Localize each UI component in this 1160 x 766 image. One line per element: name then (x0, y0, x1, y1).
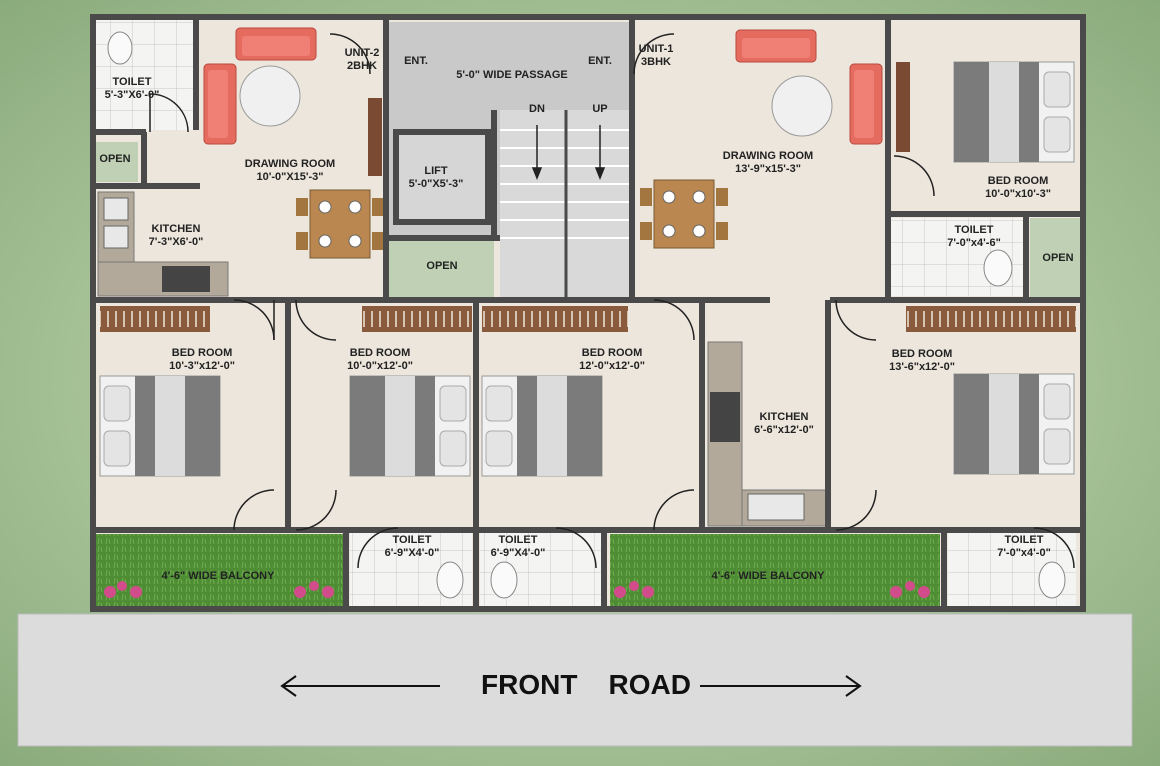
wardrobe (482, 306, 628, 332)
bed4-size: 13'-6"x12'-0" (889, 361, 955, 373)
open-left (92, 142, 138, 182)
bed-icon (349, 375, 471, 477)
stove-icon (162, 266, 210, 292)
toilet-b1-size: 6'-9"X4'-0" (385, 547, 440, 559)
stair-arrows (531, 125, 606, 181)
drawing-left-size: 10'-0"X15'-3" (256, 171, 323, 183)
sofa-icon (735, 29, 817, 63)
toilet-tr-size: 7'-0"x4'-6" (947, 237, 1001, 249)
wardrobe (896, 62, 910, 152)
bed3-name: BED ROOM (582, 347, 643, 359)
tv-unit (368, 98, 382, 176)
stair-dn-label: DN (529, 103, 545, 115)
bed-icon (953, 61, 1075, 163)
stair-up-label: UP (592, 103, 607, 115)
kitchen-left-name: KITCHEN (152, 223, 201, 235)
unit2-name: UNIT-2 (345, 47, 380, 59)
bed-tr-name: BED ROOM (988, 175, 1049, 187)
ent-right: ENT. (588, 55, 612, 67)
unit1-type: 3BHK (641, 56, 671, 68)
kitchen-center-size: 6'-6"x12'-0" (754, 424, 814, 436)
road-label: FRONT ROAD (481, 669, 691, 700)
sink-icon-center (747, 493, 805, 521)
open-center (388, 238, 494, 300)
open-right-label: OPEN (1042, 252, 1073, 264)
stove-icon-center (710, 392, 740, 442)
coffee-table-icon (239, 65, 301, 127)
ent-left: ENT. (404, 55, 428, 67)
toilet-tl-size: 5'-3"X6'-0" (105, 89, 160, 101)
road-arrows (280, 675, 862, 697)
toilet-tl-floor (96, 20, 194, 130)
toilet-b2-size: 6'-9"X4'-0" (491, 547, 546, 559)
walls (90, 14, 1086, 612)
drawing-left-name: DRAWING ROOM (245, 158, 335, 170)
unit2-type: 2BHK (347, 60, 377, 72)
drawing-right-size: 13'-9"x15'-3" (735, 163, 801, 175)
wardrobe (100, 306, 210, 332)
front-road (17, 613, 1133, 747)
toilet-b1-name: TOILET (393, 534, 432, 546)
bed1-size: 10'-3"x12'-0" (169, 360, 235, 372)
wc-icon (490, 561, 518, 599)
toilet-tr-name: TOILET (955, 224, 994, 236)
kitchen-center-name: KITCHEN (760, 411, 809, 423)
kitchen-left-size: 7'-3"X6'-0" (149, 236, 204, 248)
toilet-b3-size: 7'-0"x4'-0" (997, 547, 1051, 559)
open-left-label: OPEN (99, 153, 130, 165)
sink-icon (103, 197, 129, 221)
bed-icon (953, 373, 1075, 475)
sofa-icon (235, 27, 317, 61)
unit1-name: UNIT-1 (639, 43, 674, 55)
bed2-size: 10'-0"x12'-0" (347, 360, 413, 372)
passage-label: 5'-0" WIDE PASSAGE (456, 69, 568, 81)
bed1-name: BED ROOM (172, 347, 233, 359)
bed4-name: BED ROOM (892, 348, 953, 360)
toilet-b2-name: TOILET (499, 534, 538, 546)
lift-name: LIFT (424, 165, 447, 177)
wardrobe (906, 306, 1076, 332)
toilet-tl-name: TOILET (113, 76, 152, 88)
drawing-right-name: DRAWING ROOM (723, 150, 813, 162)
bed-icon (481, 375, 603, 477)
wardrobe (362, 306, 472, 332)
door-swings (149, 33, 1075, 569)
coffee-table-icon (771, 75, 833, 137)
open-right (1030, 218, 1082, 298)
wc-icon (983, 249, 1013, 287)
wc-icon (436, 561, 464, 599)
toilet-b3-name: TOILET (1005, 534, 1044, 546)
bed-tr-size: 10'-0"x10'-3" (985, 188, 1051, 200)
balcony-left-label: 4'-6" WIDE BALCONY (162, 570, 276, 582)
lift-size: 5'-0"X5'-3" (409, 178, 464, 190)
flower-pots (104, 581, 930, 598)
bed3-size: 12'-0"x12'-0" (579, 360, 645, 372)
bed-icon (99, 375, 221, 477)
open-center-label: OPEN (426, 260, 457, 272)
wc-icon (107, 31, 133, 65)
wc-icon (1038, 561, 1066, 599)
balcony-right-label: 4'-6" WIDE BALCONY (712, 570, 826, 582)
bed2-name: BED ROOM (350, 347, 411, 359)
balcony-right (610, 534, 940, 606)
